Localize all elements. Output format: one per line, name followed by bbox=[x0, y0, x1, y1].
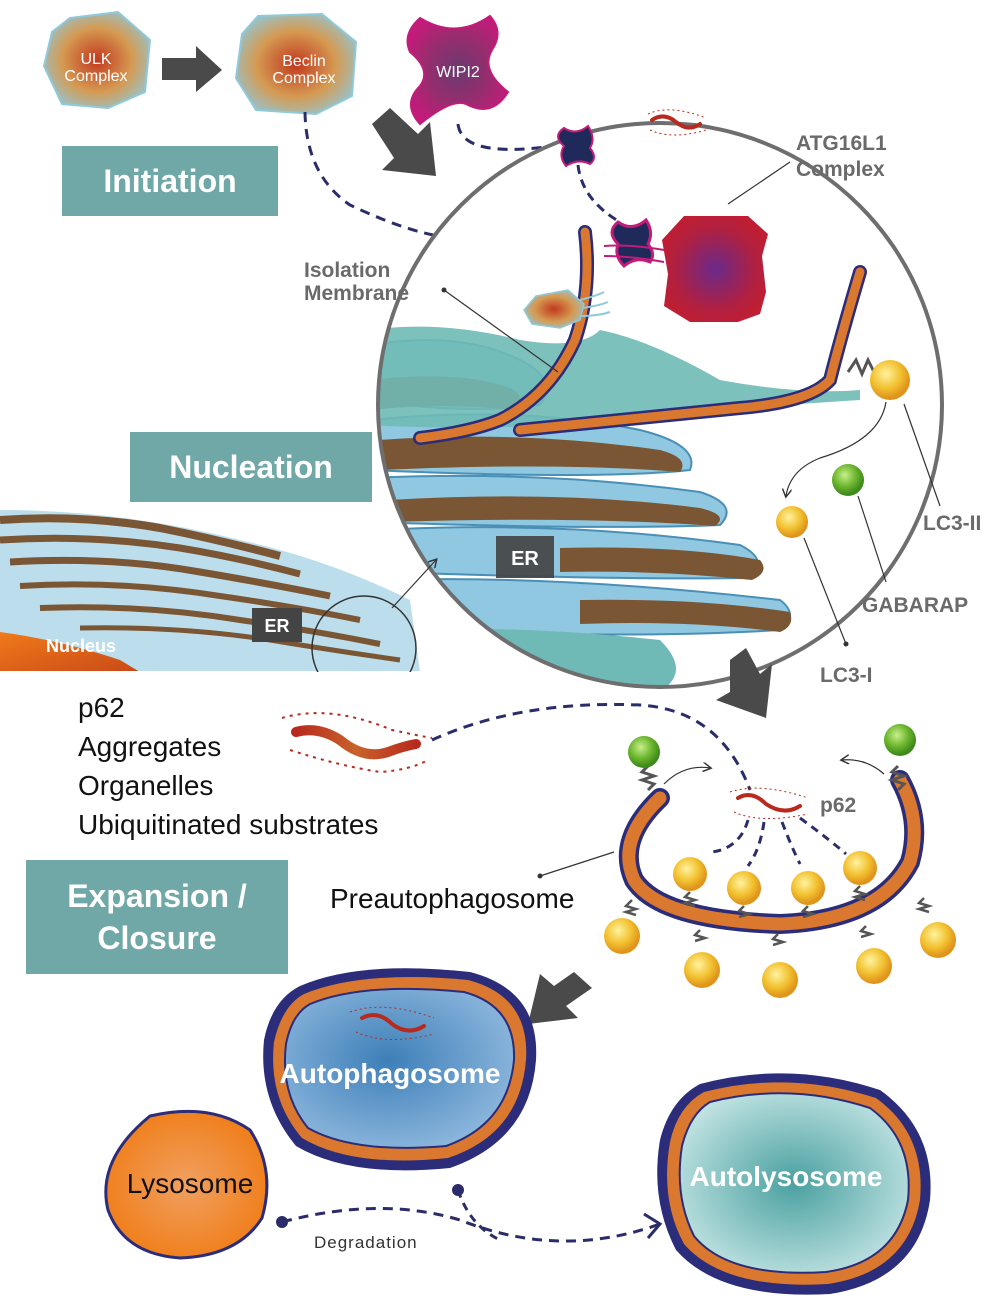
zoom-circle bbox=[376, 121, 944, 689]
autolysosome-label: Autolysosome bbox=[690, 1161, 883, 1192]
cargo-to-phagophore-path bbox=[431, 702, 752, 791]
wipi2-label: WIPI2 bbox=[436, 64, 480, 81]
autolysosome bbox=[657, 1073, 931, 1295]
stage-expansion-text-2: Closure bbox=[97, 920, 217, 956]
p62-small-label: p62 bbox=[820, 794, 856, 817]
beclin-label-1: Beclin bbox=[282, 53, 326, 70]
er-cell-label: ER bbox=[264, 616, 289, 636]
isolation-label-1: Isolation bbox=[304, 259, 390, 282]
stage-initiation-text: Initiation bbox=[103, 162, 237, 199]
ulk-label-1: ULK bbox=[80, 51, 111, 68]
er-zoom-label: ER bbox=[511, 548, 539, 570]
beclin-label-2: Complex bbox=[272, 70, 335, 87]
cargo-item: Organelles bbox=[78, 770, 214, 801]
lysosome-to-autolysosome-path bbox=[281, 1207, 661, 1243]
beclin-bound bbox=[523, 289, 585, 329]
autophagosome-to-autolysosome-path bbox=[456, 1189, 501, 1242]
wipi2-to-membrane-path bbox=[576, 164, 621, 224]
atg16l1-label-1: ATG16L1 bbox=[796, 132, 887, 155]
stage-expansion-label: Expansion / Closure bbox=[26, 860, 288, 974]
autophagosome bbox=[263, 968, 537, 1171]
cargo-item: Ubiquitinated substrates bbox=[78, 809, 379, 840]
atg16l1-label-2: Complex bbox=[796, 158, 885, 181]
er-cell-tag bbox=[252, 608, 302, 642]
isolation-label-2: Membrane bbox=[304, 282, 409, 305]
to-preautophagosome-arrow bbox=[716, 648, 772, 718]
p62-cargo-worm bbox=[281, 712, 433, 774]
initiation-arrow bbox=[372, 108, 436, 176]
atg16l1-complex bbox=[662, 216, 768, 322]
gabarap-ball bbox=[832, 464, 864, 496]
cargo-list: p62 Aggregates Organelles Ubiquitinated … bbox=[78, 688, 378, 844]
cargo-item: Aggregates bbox=[78, 731, 222, 762]
cell-zoom-marker bbox=[311, 595, 417, 672]
stage-nucleation-text: Nucleation bbox=[169, 448, 333, 485]
lysosome bbox=[104, 1109, 269, 1260]
to-autophagosome-arrow bbox=[528, 972, 592, 1024]
autophagosome-label: Autophagosome bbox=[280, 1058, 501, 1089]
stage-expansion-text-1: Expansion / bbox=[67, 878, 247, 914]
ulk-to-beclin-arrow bbox=[162, 46, 222, 92]
lc3-ii-ball bbox=[870, 360, 910, 400]
nucleus-label: Nucleus bbox=[46, 636, 116, 656]
wipi2-dashed-path bbox=[456, 123, 561, 151]
wipi2: WIPI2 bbox=[406, 14, 510, 126]
preautophagosome-label: Preautophagosome bbox=[330, 883, 574, 914]
ulk-complex: ULK Complex bbox=[42, 10, 152, 110]
er-zoom-tag bbox=[496, 536, 554, 578]
lc3-i-label: LC3-I bbox=[820, 664, 873, 687]
p62-worm-zoom bbox=[647, 109, 707, 136]
lysosome-label: Lysosome bbox=[127, 1168, 254, 1199]
gabarap-label: GABARAP bbox=[862, 594, 968, 617]
preautophagosome bbox=[604, 724, 956, 998]
stage-nucleation-label: Nucleation bbox=[130, 432, 372, 502]
lc3-i-ball bbox=[776, 506, 808, 538]
cargo-item: p62 bbox=[78, 692, 125, 723]
ulk-label-2: Complex bbox=[64, 68, 127, 85]
wipi2-free bbox=[557, 124, 595, 168]
degradation-label: Degradation bbox=[314, 1233, 418, 1252]
beclin-complex: Beclin Complex bbox=[234, 12, 358, 116]
wipi2-bound bbox=[603, 217, 665, 269]
stage-initiation-label: Initiation bbox=[62, 146, 278, 216]
lc3-ii-label: LC3-II bbox=[923, 512, 981, 535]
